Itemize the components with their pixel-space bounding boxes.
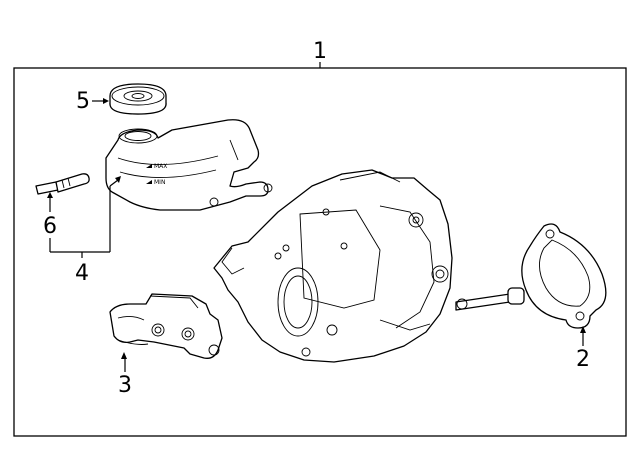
callout-4-label: 4 — [75, 261, 89, 286]
level-sensor — [35, 173, 90, 195]
callout-6-label: 6 — [43, 214, 57, 239]
fluid-reservoir: MAX MIN — [105, 119, 273, 211]
callout-2: 2 — [576, 326, 590, 372]
reservoir-min-mark: MIN — [154, 179, 165, 186]
callout-1: 1 — [313, 39, 327, 68]
callout-5: 5 — [76, 89, 109, 114]
callout-6: 6 — [43, 192, 57, 239]
callout-3-label: 3 — [118, 373, 132, 398]
master-cylinder — [109, 293, 223, 359]
reservoir-cap — [109, 83, 167, 115]
callout-2-label: 2 — [576, 347, 590, 372]
gasket — [521, 223, 607, 329]
callout-1-label: 1 — [313, 39, 327, 64]
reservoir-max-mark: MAX — [154, 163, 167, 170]
callout-4: 4 — [49, 176, 121, 286]
callout-5-label: 5 — [76, 89, 90, 114]
callout-3: 3 — [118, 352, 132, 398]
brake-booster — [213, 169, 525, 363]
